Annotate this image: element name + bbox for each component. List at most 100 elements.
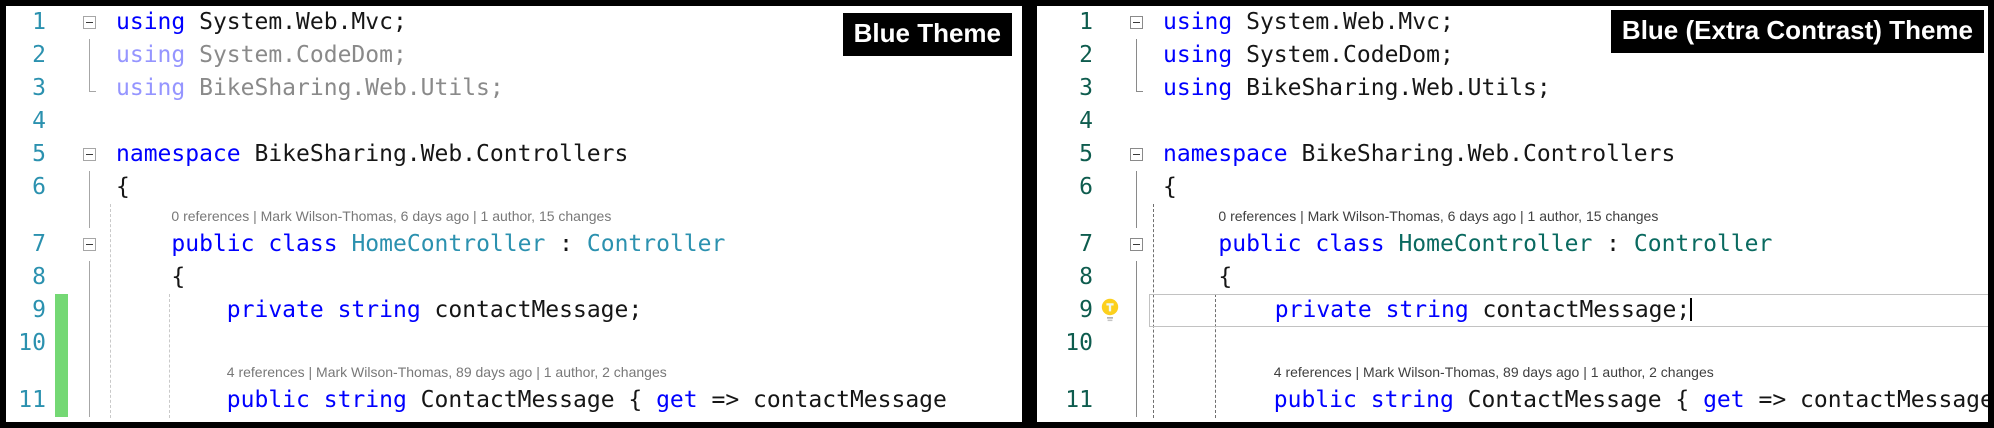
codelens-row[interactable]: 4 references | Mark Wilson-Thomas, 89 da… bbox=[6, 360, 1022, 384]
margin-slot bbox=[52, 171, 76, 204]
fold-scope-line bbox=[1135, 360, 1137, 384]
code-line-6[interactable]: 6{ bbox=[6, 171, 1022, 204]
collapse-toggle-icon[interactable] bbox=[82, 16, 96, 29]
codelens-text[interactable]: 4 references | Mark Wilson-Thomas, 89 da… bbox=[1273, 364, 1714, 380]
code-segment: get bbox=[656, 387, 698, 413]
line-number[interactable]: 1 bbox=[1079, 9, 1093, 35]
collapse-toggle-icon[interactable] bbox=[1129, 16, 1143, 29]
margin-slot bbox=[52, 360, 76, 384]
pane-divider bbox=[1022, 6, 1037, 422]
code-line-7[interactable]: 7 public class HomeController : Controll… bbox=[1053, 228, 1988, 261]
code-line-8[interactable]: 8 { bbox=[1053, 261, 1988, 294]
code-line-10[interactable]: 10 bbox=[6, 327, 1022, 360]
code-segment bbox=[1163, 387, 1274, 413]
line-number[interactable]: 5 bbox=[1079, 141, 1093, 167]
code-segment: string bbox=[323, 387, 407, 413]
codelens-row[interactable]: 0 references | Mark Wilson-Thomas, 6 day… bbox=[6, 204, 1022, 228]
code-line-9[interactable]: 9 private string contactMessage; bbox=[6, 294, 1022, 327]
code-text: using BikeSharing.Web.Utils; bbox=[102, 72, 1022, 105]
codelens-text[interactable]: 0 references | Mark Wilson-Thomas, 6 day… bbox=[171, 208, 612, 224]
line-number[interactable]: 4 bbox=[1079, 108, 1093, 134]
line-number[interactable]: 7 bbox=[32, 231, 46, 257]
indent-guide bbox=[169, 294, 170, 418]
line-number[interactable]: 9 bbox=[1079, 297, 1093, 323]
fold-margin bbox=[76, 360, 102, 384]
line-number[interactable]: 11 bbox=[1065, 387, 1093, 413]
line-number[interactable]: 9 bbox=[32, 297, 46, 323]
code-line-11[interactable]: 11 public string ContactMessage { get =>… bbox=[1053, 384, 1988, 417]
fold-margin bbox=[76, 138, 102, 171]
line-number[interactable]: 1 bbox=[32, 9, 46, 35]
code-segment: public bbox=[171, 231, 255, 257]
margin-slot bbox=[1099, 384, 1123, 417]
code-segment: BikeSharing.Web.Utils; bbox=[1232, 75, 1551, 101]
line-number[interactable]: 10 bbox=[18, 330, 46, 356]
code-line-10[interactable]: 10 bbox=[1053, 327, 1988, 360]
code-text: using System.CodeDom; bbox=[102, 39, 1022, 72]
code-line-4[interactable]: 4 bbox=[6, 105, 1022, 138]
fold-margin bbox=[76, 171, 102, 204]
line-number[interactable]: 2 bbox=[32, 42, 46, 68]
line-number bbox=[1053, 360, 1099, 384]
collapse-toggle-icon[interactable] bbox=[82, 238, 96, 251]
margin-slot bbox=[1099, 261, 1123, 294]
change-bar-indicator bbox=[55, 360, 68, 384]
codelens-row[interactable]: 0 references | Mark Wilson-Thomas, 6 day… bbox=[1053, 204, 1988, 228]
line-number[interactable]: 6 bbox=[1079, 174, 1093, 200]
codelens-row[interactable]: 4 references | Mark Wilson-Thomas, 89 da… bbox=[1053, 360, 1988, 384]
collapse-toggle-icon[interactable] bbox=[1129, 148, 1143, 161]
codelens-text[interactable]: 4 references | Mark Wilson-Thomas, 89 da… bbox=[226, 364, 667, 380]
line-number[interactable]: 3 bbox=[32, 75, 46, 101]
margin-slot bbox=[1099, 72, 1123, 105]
line-number[interactable]: 5 bbox=[32, 141, 46, 167]
code-segment bbox=[338, 231, 352, 257]
line-number[interactable]: 8 bbox=[32, 264, 46, 290]
line-number[interactable]: 10 bbox=[1065, 330, 1093, 356]
code-segment: : bbox=[1592, 231, 1634, 257]
margin-slot bbox=[1099, 138, 1123, 171]
margin-slot bbox=[52, 138, 76, 171]
lightbulb-icon[interactable] bbox=[1099, 298, 1121, 324]
fold-margin bbox=[1123, 6, 1149, 39]
code-segment bbox=[116, 231, 171, 257]
code-segment: private bbox=[226, 297, 324, 323]
fold-margin bbox=[76, 39, 102, 72]
code-line-3[interactable]: 3 using BikeSharing.Web.Utils; bbox=[6, 72, 1022, 105]
line-number[interactable]: 11 bbox=[18, 387, 46, 413]
code-segment: contactMessage; bbox=[420, 297, 643, 323]
code-line-4[interactable]: 4 bbox=[1053, 105, 1988, 138]
margin-slot bbox=[52, 204, 76, 228]
code-line-8[interactable]: 8 { bbox=[6, 261, 1022, 294]
code-line-11[interactable]: 11 public string ContactMessage { get =>… bbox=[6, 384, 1022, 417]
code-segment: using bbox=[116, 42, 186, 68]
code-segment: public bbox=[1218, 231, 1302, 257]
code-segment bbox=[324, 297, 338, 323]
code-line-7[interactable]: 7 public class HomeController : Controll… bbox=[6, 228, 1022, 261]
indent-guide bbox=[1215, 294, 1216, 418]
code-segment bbox=[1163, 231, 1218, 257]
code-text: namespace BikeSharing.Web.Controllers bbox=[1149, 138, 1988, 171]
collapse-toggle-icon[interactable] bbox=[82, 148, 96, 161]
line-number[interactable]: 2 bbox=[1079, 42, 1093, 68]
codelens-text[interactable]: 0 references | Mark Wilson-Thomas, 6 day… bbox=[1218, 208, 1659, 224]
margin-slot bbox=[52, 384, 76, 417]
line-number[interactable]: 8 bbox=[1079, 264, 1093, 290]
code-line-9[interactable]: 9 private string contactMessage; bbox=[1053, 294, 1988, 327]
line-number[interactable]: 7 bbox=[1079, 231, 1093, 257]
indent-guide bbox=[1153, 204, 1154, 418]
code-line-2[interactable]: 2 using System.CodeDom; bbox=[6, 39, 1022, 72]
line-number[interactable]: 3 bbox=[1079, 75, 1093, 101]
collapse-toggle-icon[interactable] bbox=[1129, 238, 1143, 251]
code-line-5[interactable]: 5 namespace BikeSharing.Web.Controllers bbox=[1053, 138, 1988, 171]
line-number[interactable]: 6 bbox=[32, 174, 46, 200]
code-segment bbox=[116, 387, 227, 413]
code-line-6[interactable]: 6{ bbox=[1053, 171, 1988, 204]
line-number[interactable]: 4 bbox=[32, 108, 46, 134]
